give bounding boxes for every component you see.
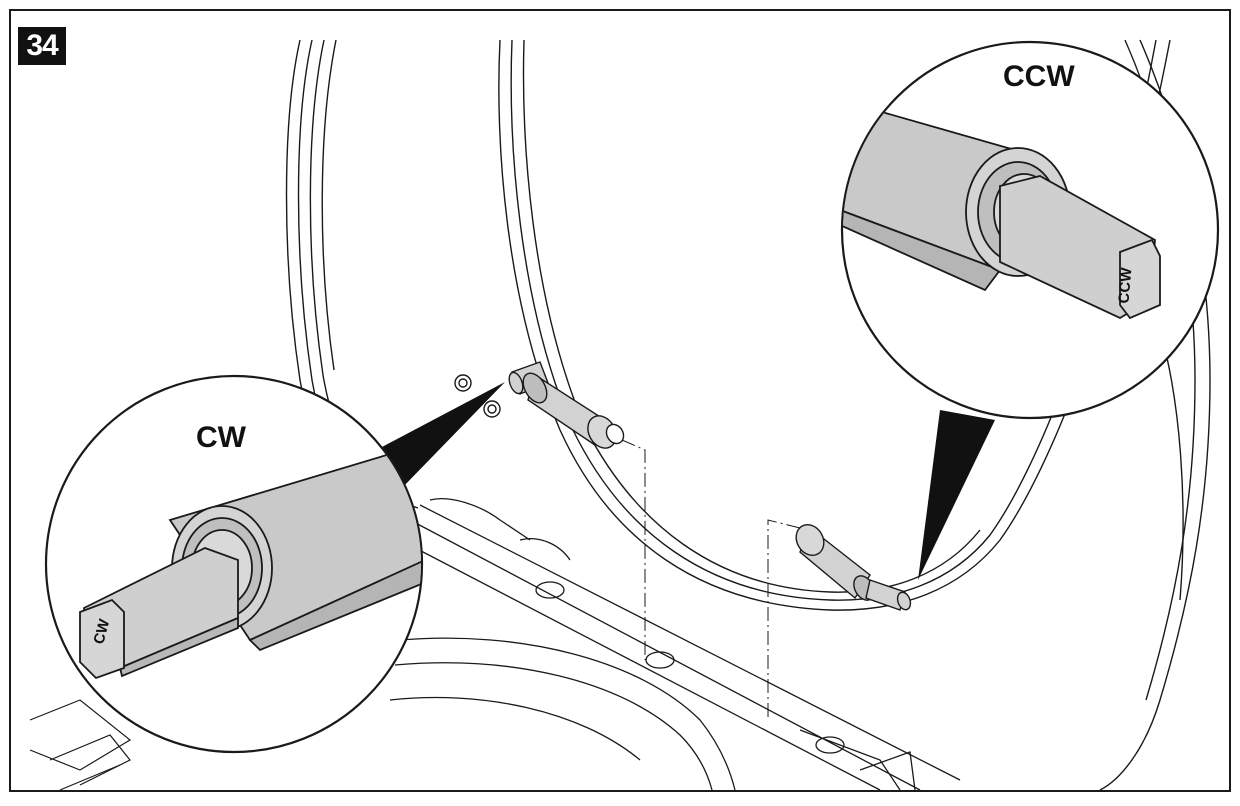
figure-frame: [9, 9, 1231, 792]
callout-ccw-label: CCW: [1003, 60, 1075, 93]
callout-ccw-circle: [840, 40, 1220, 420]
step-number-badge: 34: [18, 27, 66, 65]
leader-cw: [380, 382, 505, 490]
guide-line-cw: [621, 439, 646, 660]
leader-ccw: [918, 410, 995, 580]
corner-hardware: [29, 699, 132, 791]
lower-rail: [399, 498, 961, 791]
callout-cw-circle: [44, 374, 424, 754]
lower-basin: [389, 637, 736, 791]
callout-cw-label: CW: [196, 421, 246, 454]
pin-engraving-ccw: CCW: [1115, 266, 1135, 304]
mounting-holes: [454, 374, 501, 418]
guide-line-ccw: [767, 519, 801, 720]
pin-cw-small: [508, 361, 625, 449]
pin-ccw-small: [795, 523, 912, 611]
pin-engraving-cw: CW: [90, 617, 113, 646]
